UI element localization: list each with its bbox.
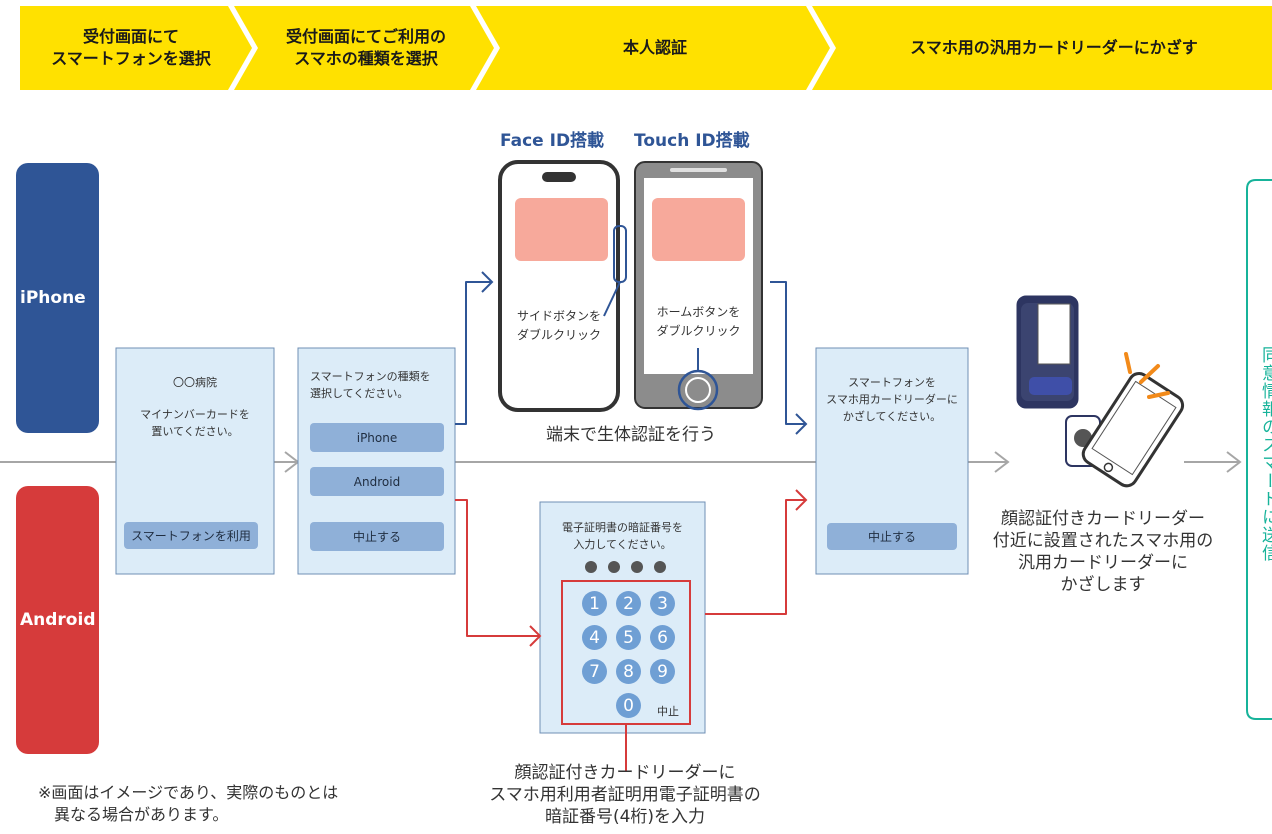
keypad-key-0[interactable]: 0: [616, 693, 641, 718]
screen-3-message: スマートフォンを スマホ用カードリーダーに かざしてください。: [826, 376, 958, 424]
next-step-box: [1246, 179, 1272, 720]
screen-2-message: スマートフォンの種類を 選択してください。: [310, 370, 431, 401]
keypad-key-5[interactable]: 5: [616, 625, 641, 650]
keypad-key-6[interactable]: 6: [650, 625, 675, 650]
screen-3-cancel-button[interactable]: 中止する: [827, 523, 957, 550]
keypad-key-3[interactable]: 3: [650, 591, 675, 616]
android-option-button[interactable]: Android: [310, 467, 444, 496]
step-chevron-4: [812, 6, 1272, 90]
pin-dot: [631, 561, 643, 573]
face-id-label: Face ID搭載: [500, 131, 605, 151]
keypad-key-1[interactable]: 1: [582, 591, 607, 616]
step-chevron-2: [234, 6, 494, 90]
touch-id-label: Touch ID搭載: [634, 131, 750, 151]
pin-screen-message: 電子証明書の暗証番号を 入力してください。: [562, 521, 683, 552]
keypad-key-4[interactable]: 4: [582, 625, 607, 650]
android-lane-label: Android: [20, 610, 96, 630]
iphone-lane-block: [16, 163, 99, 433]
cancel-button[interactable]: 中止する: [310, 522, 444, 551]
card-reader-illustration: [1016, 295, 1185, 488]
pin-caption: 顔認証付きカードリーダーに スマホ用利用者証明用電子証明書の 暗証番号(4桁)を…: [489, 763, 761, 828]
screen-1-message: マイナンバーカードを 置いてください。: [140, 408, 250, 439]
keypad-key-9[interactable]: 9: [650, 659, 675, 684]
step-4-label: スマホ用の汎用カードリーダーにかざす: [910, 38, 1198, 58]
step-chevron-1: [20, 6, 252, 90]
hospital-name: 〇〇病院: [173, 376, 217, 389]
footnote: ※画面はイメージであり、実際のものとは 異なる場合があります。: [38, 783, 339, 824]
step-1-label: 受付画面にて スマートフォンを選択: [51, 27, 211, 68]
keypad-cancel[interactable]: 中止: [657, 705, 679, 718]
pin-dot: [654, 561, 666, 573]
pin-dot: [585, 561, 597, 573]
step-2-label: 受付画面にてご利用の スマホの種類を選択: [285, 27, 446, 68]
iphone-lane-label: iPhone: [20, 288, 86, 308]
keypad-key-8[interactable]: 8: [616, 659, 641, 684]
biometric-caption: 端末で生体認証を行う: [546, 425, 716, 445]
iphone-option-button[interactable]: iPhone: [310, 423, 444, 452]
reader-caption: 顔認証付きカードリーダー 付近に設置されたスマホ用の 汎用カードリーダーに かざ…: [992, 509, 1214, 596]
step-chevron-3: [476, 6, 830, 90]
side-button-instruction: サイドボタンを ダブルクリック: [516, 309, 601, 342]
touch-id-phone-illustration: [634, 161, 763, 411]
use-smartphone-button[interactable]: スマートフォンを利用: [124, 522, 258, 549]
home-button-instruction: ホームボタンを ダブルクリック: [656, 305, 741, 338]
keypad-key-7[interactable]: 7: [582, 659, 607, 684]
keypad-key-2[interactable]: 2: [616, 591, 641, 616]
android-lane-block: [16, 486, 99, 754]
face-id-phone-illustration: [498, 160, 627, 412]
pin-dot: [608, 561, 620, 573]
next-step-text: 同意情報のスマートに送信: [1258, 346, 1272, 562]
step-3-label: 本人認証: [622, 38, 687, 58]
